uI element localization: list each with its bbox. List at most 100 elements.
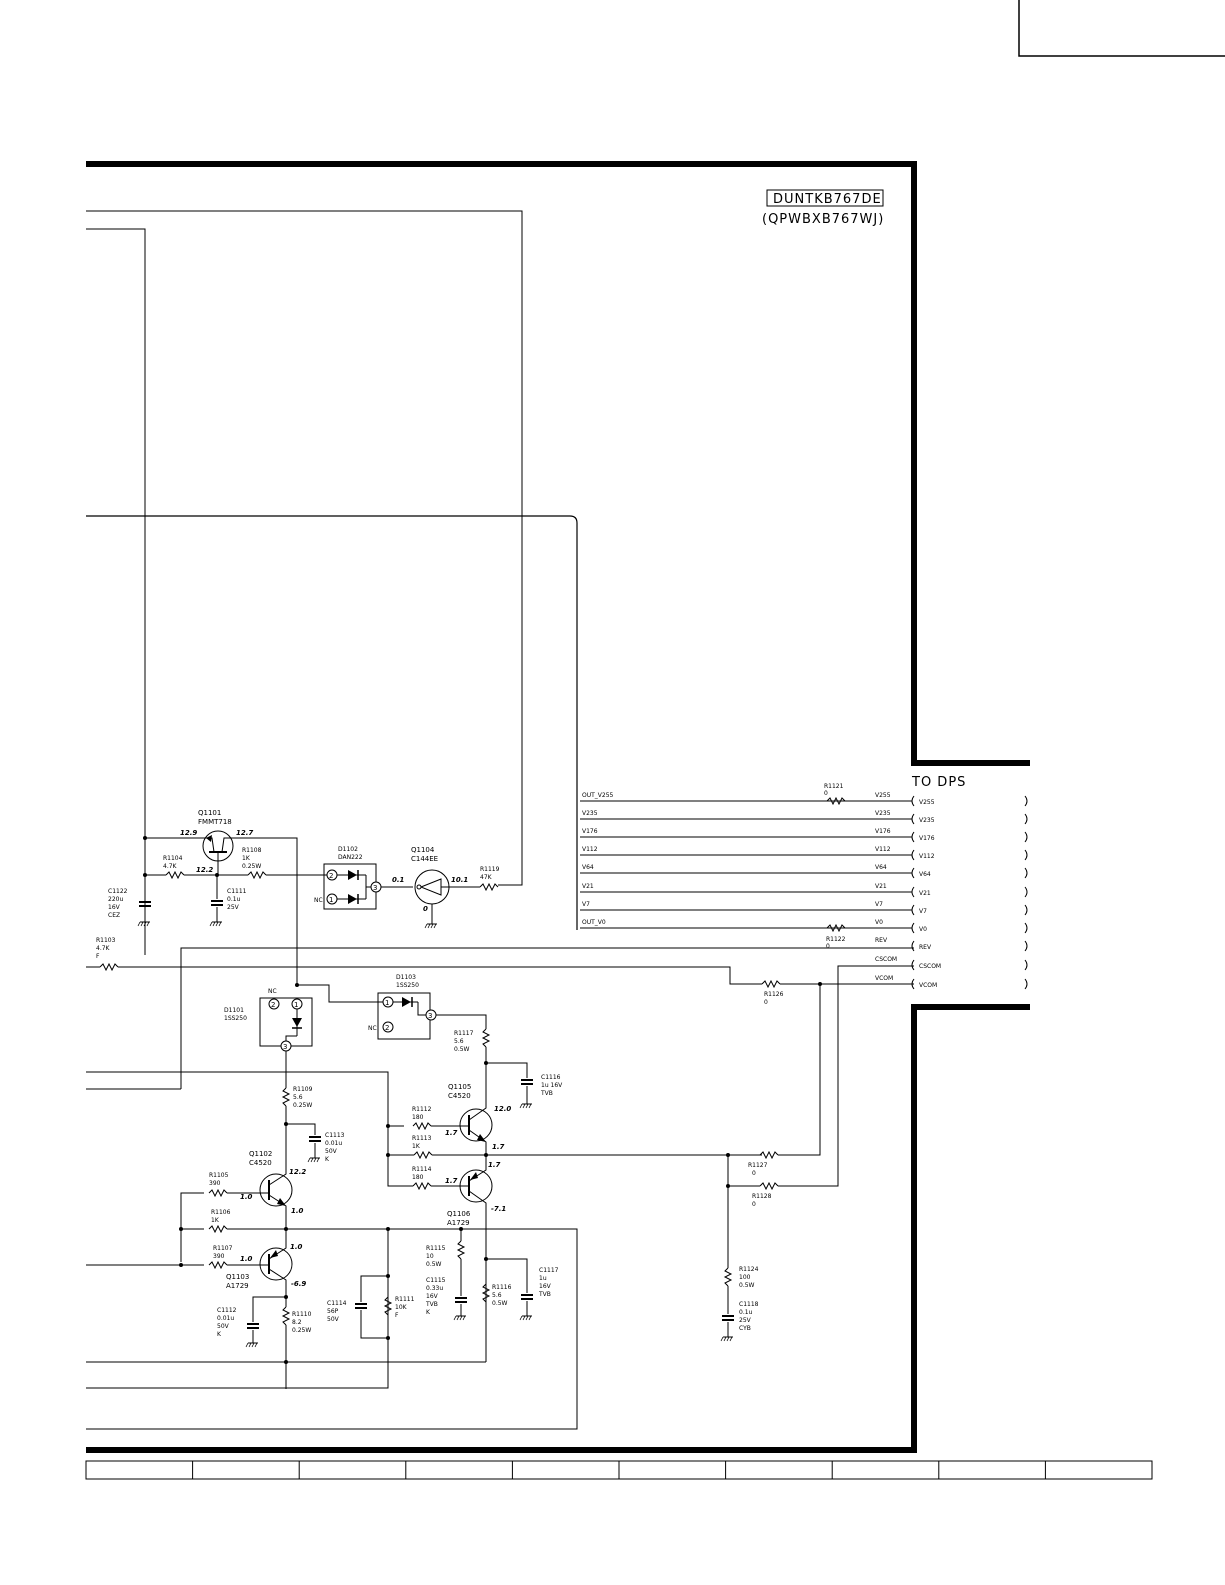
- r1107-val: 390: [213, 1253, 225, 1260]
- net-label-left: V112: [582, 846, 598, 853]
- r1104-val: 4.7K: [163, 863, 178, 870]
- wires: [86, 210, 914, 1187]
- r1111-tol: F: [395, 1312, 399, 1319]
- q1106-type: A1729: [447, 1219, 470, 1227]
- r1103-tol: F: [96, 953, 100, 960]
- net-label-right: V21: [875, 883, 887, 890]
- c1112-volt: 50V: [217, 1323, 230, 1330]
- c1116-val: 1u 16V: [541, 1082, 563, 1089]
- q1106-v-b: 1.7: [445, 1177, 458, 1185]
- r1103-ref: R1103: [96, 937, 116, 944]
- r1106-ref: R1106: [211, 1209, 231, 1216]
- r1126-ref: R1126: [764, 991, 784, 998]
- c1112-r1110: C1112 0.01u 50V K R1110 8.2 0.25W: [86, 1295, 486, 1389]
- r1103: R1103 4.7K F: [96, 937, 119, 971]
- net-label-right: V176: [875, 828, 891, 835]
- c1114-ref: C1114: [327, 1300, 347, 1307]
- q1102-v-c: 12.2: [289, 1168, 306, 1176]
- board-outline: [86, 161, 1030, 1453]
- r1110-rating: 0.25W: [292, 1327, 311, 1334]
- r1124-ref: R1124: [739, 1266, 759, 1273]
- connector-mate-icon: [1024, 922, 1028, 934]
- net-label-right: V255: [875, 792, 891, 799]
- q1104-v-out: 10.1: [451, 876, 468, 884]
- q1103-ref: Q1103: [226, 1273, 249, 1281]
- r1108-ref: R1108: [242, 847, 262, 854]
- r1112-ref: R1112: [412, 1106, 432, 1113]
- q1106-v-c: -7.1: [491, 1205, 506, 1213]
- q1105-v-e: 1.7: [492, 1143, 505, 1151]
- net-label-right: V7: [875, 901, 883, 908]
- board-name-box: [766, 189, 884, 207]
- connector-mate-icon: [1024, 813, 1028, 825]
- q1103-v-c: -6.9: [291, 1280, 306, 1288]
- r1122-ref: R1122: [826, 936, 846, 943]
- q1101-v-b: 12.2: [196, 866, 213, 874]
- r1110-val: 8.2: [292, 1319, 302, 1326]
- q1102-type: C4520: [249, 1159, 272, 1167]
- d1101-nc: NC: [268, 988, 277, 995]
- connector-jack-icon: [911, 867, 915, 879]
- r1114-ref: R1114: [412, 1166, 432, 1173]
- r1109-val: 5.6: [293, 1094, 303, 1101]
- r1127-ref: R1127: [748, 1162, 768, 1169]
- r1108-val: 1K: [242, 855, 251, 862]
- connector-jack-icon: [911, 886, 915, 898]
- d1101-pin2: 2: [271, 1001, 275, 1009]
- q1103-v-b: 1.0: [240, 1255, 253, 1263]
- connector-mate-icon: [1024, 795, 1028, 807]
- connector-pin-label: CSCOM: [919, 963, 941, 970]
- q1105: Q1105 C4520 12.0 1.7 1.7 R1112 180: [386, 1083, 511, 1160]
- r1103-val: 4.7K: [96, 945, 111, 952]
- r1128-ref: R1128: [752, 1193, 772, 1200]
- q1103-v-e: 1.0: [290, 1243, 303, 1251]
- q1101-ref: Q1101: [198, 809, 221, 817]
- q1104-ref: Q1104: [411, 846, 435, 854]
- r1105-val: 390: [209, 1180, 221, 1187]
- q1104-type: C144EE: [411, 855, 438, 863]
- c1115-tol: K: [426, 1309, 431, 1316]
- r1121-val: 0: [824, 790, 828, 797]
- d1101-pin1: 1: [294, 1001, 298, 1009]
- c1114-r1111: C1114 56P 50V R1111 10K F: [86, 1229, 415, 1389]
- c1122-volt: 16V: [108, 904, 121, 911]
- q1101-stage: Q1101 FMMT718 12.9 12.7 12.2 R1104 4.7K …: [108, 809, 330, 987]
- net-label-left: V176: [582, 828, 598, 835]
- net-label-right: V112: [875, 846, 891, 853]
- d1103-nc: NC: [368, 1025, 377, 1032]
- c1116-type: TVB: [540, 1090, 553, 1097]
- connector-mate-icon: [1024, 940, 1028, 952]
- r1119-ref: R1119: [480, 866, 500, 873]
- r1128-val: 0: [752, 1201, 756, 1208]
- d1102-type: DAN222: [338, 854, 363, 861]
- q1105-v-c: 12.0: [494, 1105, 511, 1113]
- connector-title: TO DPS: [911, 775, 966, 790]
- q1105-type: C4520: [448, 1092, 471, 1100]
- r1109-c1113: R1109 5.6 0.25W C1113 0.01u 50V K: [282, 1086, 345, 1170]
- r1112-val: 180: [412, 1114, 424, 1121]
- q1103: Q1103 A1729 1.0 1.0 -6.9 R1107 390: [86, 1229, 306, 1307]
- c1118-volt: 25V: [739, 1317, 752, 1324]
- c1115-val: 0.33u: [426, 1285, 443, 1292]
- r1121-ref: R1121: [824, 783, 844, 790]
- connector-jack-icon: [911, 904, 915, 916]
- connector-jack-icon: [911, 813, 915, 825]
- q1102: Q1102 C4520 12.2 1.0 1.0 R1105 390: [180, 1150, 306, 1262]
- r1114-val: 180: [412, 1174, 424, 1181]
- connector-jack-icon: [911, 922, 915, 934]
- connector-pin-label: V176: [919, 835, 935, 842]
- connector-jack-icon: [911, 831, 915, 843]
- r1122-val: 0: [826, 943, 830, 950]
- c1122-type: CEZ: [108, 912, 120, 919]
- c1115-volt: 16V: [426, 1293, 439, 1300]
- c1114-val: 56P: [327, 1308, 339, 1315]
- d1102-pin2: 2: [329, 872, 333, 880]
- c1113-val: 0.01u: [325, 1140, 342, 1147]
- q1105-v-b: 1.7: [445, 1129, 458, 1137]
